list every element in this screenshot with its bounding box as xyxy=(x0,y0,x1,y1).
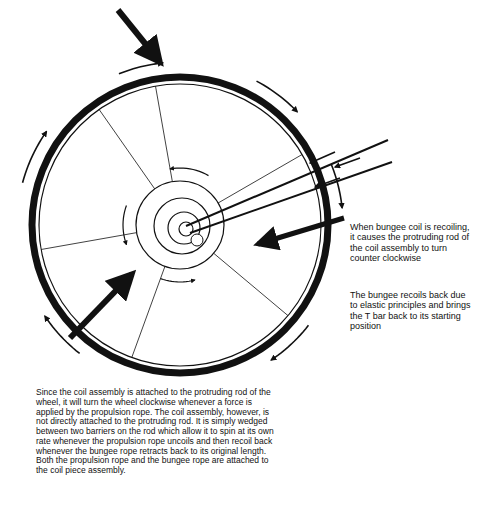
rope-arrow xyxy=(335,158,360,167)
callout-note: When bungee coil is recoiling, it causes… xyxy=(350,222,474,263)
rotation-arrow xyxy=(170,168,208,176)
rotation-arrow xyxy=(331,164,342,208)
force-arrow xyxy=(118,10,160,62)
rope-arrow xyxy=(310,152,335,163)
rotation-arrow xyxy=(123,206,126,245)
pointer-arrow xyxy=(258,218,344,244)
propulsion-rope xyxy=(186,140,388,226)
explanation-note: Since the coil assembly is attached to t… xyxy=(36,388,280,476)
spoke xyxy=(156,86,173,182)
rotation-arrow xyxy=(119,63,163,74)
force-arrow xyxy=(70,274,132,338)
callout-note: The bungee recoils back due to elastic p… xyxy=(350,290,474,331)
spoke xyxy=(214,253,288,315)
wheel-rim xyxy=(32,77,328,373)
rotation-arrows xyxy=(23,63,343,360)
small-wheel xyxy=(191,234,203,246)
spokes xyxy=(41,86,302,357)
rotation-arrow xyxy=(257,81,298,112)
spoke xyxy=(41,233,137,250)
rotation-arrow xyxy=(161,279,195,282)
spoke xyxy=(218,155,302,204)
rotation-arrow xyxy=(23,132,47,183)
coil-assembly xyxy=(154,198,210,254)
rotation-arrow xyxy=(271,325,308,360)
rotation-arrow xyxy=(45,316,80,353)
spoke xyxy=(99,109,155,188)
spoke xyxy=(132,266,165,357)
rim-inner xyxy=(39,84,321,366)
